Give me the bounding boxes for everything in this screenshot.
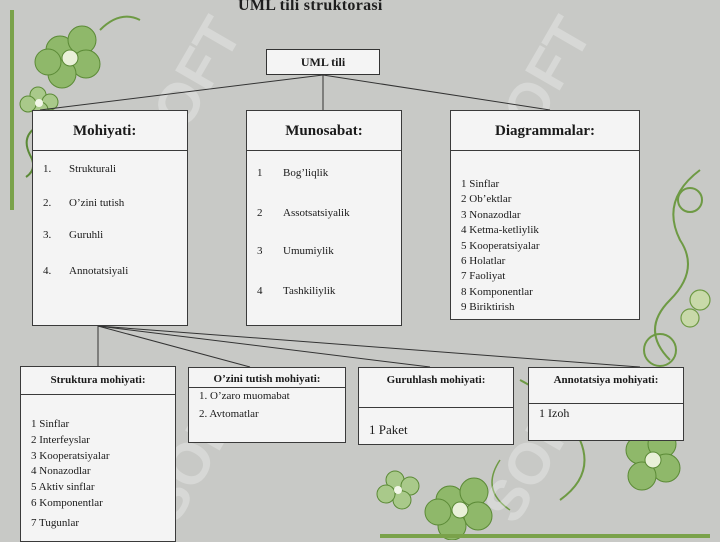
list-item: 3 Kooperatsiyalar (31, 449, 110, 462)
item-label: Bog’liqlik (283, 167, 329, 179)
diagrammalar-header: Diagrammalar: (451, 111, 639, 151)
list-item: 4 Nonazodlar (31, 465, 91, 478)
item-label: Tashkiliylik (283, 285, 336, 297)
list-item: 8 Komponentlar (461, 285, 533, 298)
item-label: O’zini tutish (69, 197, 125, 209)
ozini-tutish-box: O’zini tutish mohiyati: 1. O’zaro muomab… (188, 367, 346, 443)
list-item: 1. Strukturali (43, 163, 116, 175)
list-item: 5 Aktiv sinflar (31, 481, 95, 494)
item-label: Annotatsiyali (69, 265, 129, 277)
annotatsiya-header: Annotatsiya mohiyati: (529, 368, 683, 404)
item-number: 3. (43, 229, 52, 241)
item-number: 3 (257, 245, 263, 257)
list-item: 2. Avtomatlar (199, 408, 259, 420)
list-item: 3 Umumiylik (257, 245, 334, 257)
struktura-list: 1 Sinflar 2 Interfeyslar 3 Kooperatsiyal… (31, 417, 110, 532)
mohiyati-box: Mohiyati: 1.Strukturali 2.O’zini tutish … (32, 110, 188, 326)
list-item: 1 Paket (369, 422, 408, 437)
list-item: 2 Assotsatsiyalik (257, 207, 350, 219)
list-item: 1. O’zaro muomabat (199, 390, 290, 402)
annotatsiya-list: 1 Izoh (539, 406, 569, 422)
list-item: 9 Biriktirish (461, 301, 515, 314)
item-number: 4 (257, 285, 263, 297)
item-label: Strukturali (69, 163, 117, 175)
list-item: 3 Nonazodlar (461, 208, 521, 221)
item-number: 4. (43, 265, 52, 277)
ozini-tutish-list: 1. O’zaro muomabat 2. Avtomatlar (199, 388, 290, 422)
item-number: 1. (43, 163, 52, 175)
diagrammalar-box: Diagrammalar: 1 Sinflar 2 Ob’ektlar 3 No… (450, 110, 640, 320)
ozini-tutish-header: O’zini tutish mohiyati: (189, 368, 345, 388)
list-item: 6 Holatlar (461, 255, 506, 268)
list-item: 1 Sinflar (461, 178, 500, 190)
list-item: 7 Tugunlar (31, 516, 79, 529)
item-label: Guruhli (69, 229, 104, 241)
list-item: 4 Ketma-ketliylik (461, 224, 539, 237)
struktura-header: Struktura mohiyati: (21, 367, 175, 395)
list-item: 4. Annotatsiyali (43, 265, 128, 277)
list-item: 6 Komponentlar (31, 496, 103, 509)
annotatsiya-box: Annotatsiya mohiyati: 1 Izoh (528, 367, 684, 441)
diagram-title: UML tili struktorasi (238, 0, 383, 14)
struktura-box: Struktura mohiyati: 1 Sinflar 2 Interfey… (20, 366, 176, 542)
list-item: 2. O’zini tutish (43, 197, 124, 209)
diagram-list: 1 Sinflar 2 Ob’ektlar 3 Nonazodlar 4 Ket… (461, 177, 540, 316)
item-label: Assotsatsiyalik (283, 207, 350, 219)
guruhlash-header: Guruhlash mohiyati: (359, 368, 513, 408)
list-item: 3. Guruhli (43, 229, 103, 241)
item-number: 2. (43, 197, 52, 209)
item-label: Umumiylik (283, 245, 334, 257)
guruhlash-list: 1 Paket (369, 422, 408, 438)
list-item: 2 Interfeyslar (31, 433, 90, 446)
list-item: 5 Kooperatsiyalar (461, 239, 540, 252)
list-item: 1 Bog’liqlik (257, 167, 328, 179)
list-item: 7 Faoliyat (461, 270, 506, 283)
item-number: 1 (257, 167, 263, 179)
list-item: 4 Tashkiliylik (257, 285, 335, 297)
root-node: UML tili (266, 49, 380, 75)
mohiyati-header: Mohiyati: (33, 111, 187, 151)
item-number: 2 (257, 207, 263, 219)
munosabat-header: Munosabat: (247, 111, 401, 151)
list-item: 1 Izoh (539, 406, 570, 420)
guruhlash-box: Guruhlash mohiyati: 1 Paket (358, 367, 514, 445)
list-item: 1 Sinflar (31, 418, 70, 430)
list-item: 2 Ob’ektlar (461, 193, 512, 206)
